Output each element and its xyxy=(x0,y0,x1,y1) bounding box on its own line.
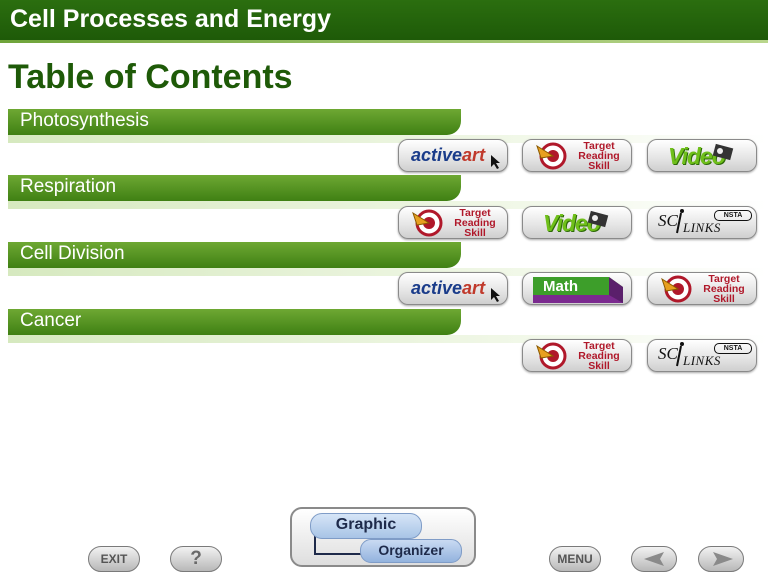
page-title: Table of Contents xyxy=(8,58,293,96)
target-reading-skill-button[interactable]: Target Reading Skill xyxy=(647,272,757,305)
trs-line1: Target xyxy=(583,140,615,152)
menu-label: MENU xyxy=(557,552,593,566)
section-underline xyxy=(8,268,768,276)
target-reading-skill-button[interactable]: Target Reading Skill xyxy=(398,206,508,239)
trs-line3: Skill xyxy=(588,160,610,172)
section-underline xyxy=(8,201,768,209)
trs-line2: Reading xyxy=(578,350,620,362)
target-reading-skill-label: Target Reading Skill xyxy=(698,274,750,304)
section-label: Photosynthesis xyxy=(20,110,149,131)
active-art-part1: active xyxy=(411,145,463,165)
trs-line3: Skill xyxy=(464,227,486,239)
active-art-part1: active xyxy=(411,278,463,298)
menu-button[interactable]: MENU xyxy=(549,546,601,572)
trs-line1: Target xyxy=(583,340,615,352)
scilinks-sci: SC xyxy=(658,344,678,363)
active-art-part2: art xyxy=(462,278,486,298)
trs-line1: Target xyxy=(459,207,491,219)
trs-line2: Reading xyxy=(454,217,496,229)
graphic-organizer-line2: Organizer xyxy=(378,542,444,558)
section-cell-division: Cell Division xyxy=(0,242,768,312)
arrow-left-icon xyxy=(644,552,664,566)
scilinks-i-icon xyxy=(676,342,684,367)
target-icon xyxy=(661,275,692,303)
math-arrow-icon xyxy=(533,277,623,303)
next-button[interactable] xyxy=(698,546,744,572)
trs-line3: Skill xyxy=(713,293,735,305)
header-divider xyxy=(0,40,768,43)
section-respiration: Respiration xyxy=(0,175,768,245)
trs-line2: Reading xyxy=(578,150,620,162)
exit-button[interactable]: EXIT xyxy=(88,546,140,572)
scilinks-sci: SC xyxy=(658,211,678,230)
section-label: Cancer xyxy=(20,310,82,331)
graphic-organizer-top: Graphic xyxy=(310,513,422,539)
section-underline xyxy=(8,135,768,143)
math-button[interactable]: Math xyxy=(522,272,632,305)
scilinks-nsta-badge: NSTA xyxy=(714,210,752,221)
section-label: Respiration xyxy=(20,176,117,197)
target-icon xyxy=(536,142,567,170)
active-art-button[interactable]: activeart xyxy=(398,139,508,172)
scilinks-links: LINKS xyxy=(683,220,721,235)
active-art-logo: activeart xyxy=(411,145,485,166)
target-reading-skill-label: Target Reading Skill xyxy=(449,208,501,238)
scilinks-links: LINKS xyxy=(683,353,721,368)
header-title: Cell Processes and Energy xyxy=(10,5,331,33)
video-camera-icon xyxy=(587,210,609,228)
scilinks-nsta-badge: NSTA xyxy=(714,343,752,354)
graphic-organizer-button[interactable]: Graphic Organizer xyxy=(290,507,476,567)
scilinks-button[interactable]: SC LINKS NSTA xyxy=(647,206,757,239)
target-reading-skill-label: Target Reading Skill xyxy=(573,141,625,171)
target-icon xyxy=(412,209,443,237)
scilinks-i-icon xyxy=(676,209,684,234)
trs-line3: Skill xyxy=(588,360,610,372)
target-reading-skill-button[interactable]: Target Reading Skill xyxy=(522,139,632,172)
trs-line1: Target xyxy=(708,273,740,285)
previous-button[interactable] xyxy=(631,546,677,572)
active-art-logo: activeart xyxy=(411,278,485,299)
help-icon: ? xyxy=(190,548,202,569)
graphic-organizer-line1: Graphic xyxy=(335,516,397,533)
section-label: Cell Division xyxy=(20,243,125,264)
cursor-arrow-icon xyxy=(491,288,500,302)
target-reading-skill-label: Target Reading Skill xyxy=(573,341,625,371)
section-photosynthesis: Photosynthesis xyxy=(0,109,768,179)
arrow-right-icon xyxy=(713,552,733,566)
section-bar-cell-division[interactable]: Cell Division xyxy=(8,242,461,268)
cursor-arrow-icon xyxy=(491,155,500,169)
section-bar-respiration[interactable]: Respiration xyxy=(8,175,461,201)
header-bar: Cell Processes and Energy xyxy=(0,0,768,40)
active-art-button[interactable]: activeart xyxy=(398,272,508,305)
video-camera-icon xyxy=(712,143,734,161)
trs-line2: Reading xyxy=(703,283,745,295)
section-bar-photosynthesis[interactable]: Photosynthesis xyxy=(8,109,461,135)
scilinks-button[interactable]: SC LINKS NSTA xyxy=(647,339,757,372)
section-underline xyxy=(8,335,768,343)
section-bar-cancer[interactable]: Cancer xyxy=(8,309,461,335)
math-label: Math xyxy=(543,278,578,295)
video-button[interactable]: Video xyxy=(522,206,632,239)
section-cancer: Cancer xyxy=(0,309,768,379)
graphic-organizer-bottom: Organizer xyxy=(360,539,462,563)
video-button[interactable]: Video xyxy=(647,139,757,172)
exit-label: EXIT xyxy=(100,552,128,566)
active-art-part2: art xyxy=(462,145,486,165)
help-button[interactable]: ? xyxy=(170,546,222,572)
target-icon xyxy=(536,342,567,370)
target-reading-skill-button[interactable]: Target Reading Skill xyxy=(522,339,632,372)
